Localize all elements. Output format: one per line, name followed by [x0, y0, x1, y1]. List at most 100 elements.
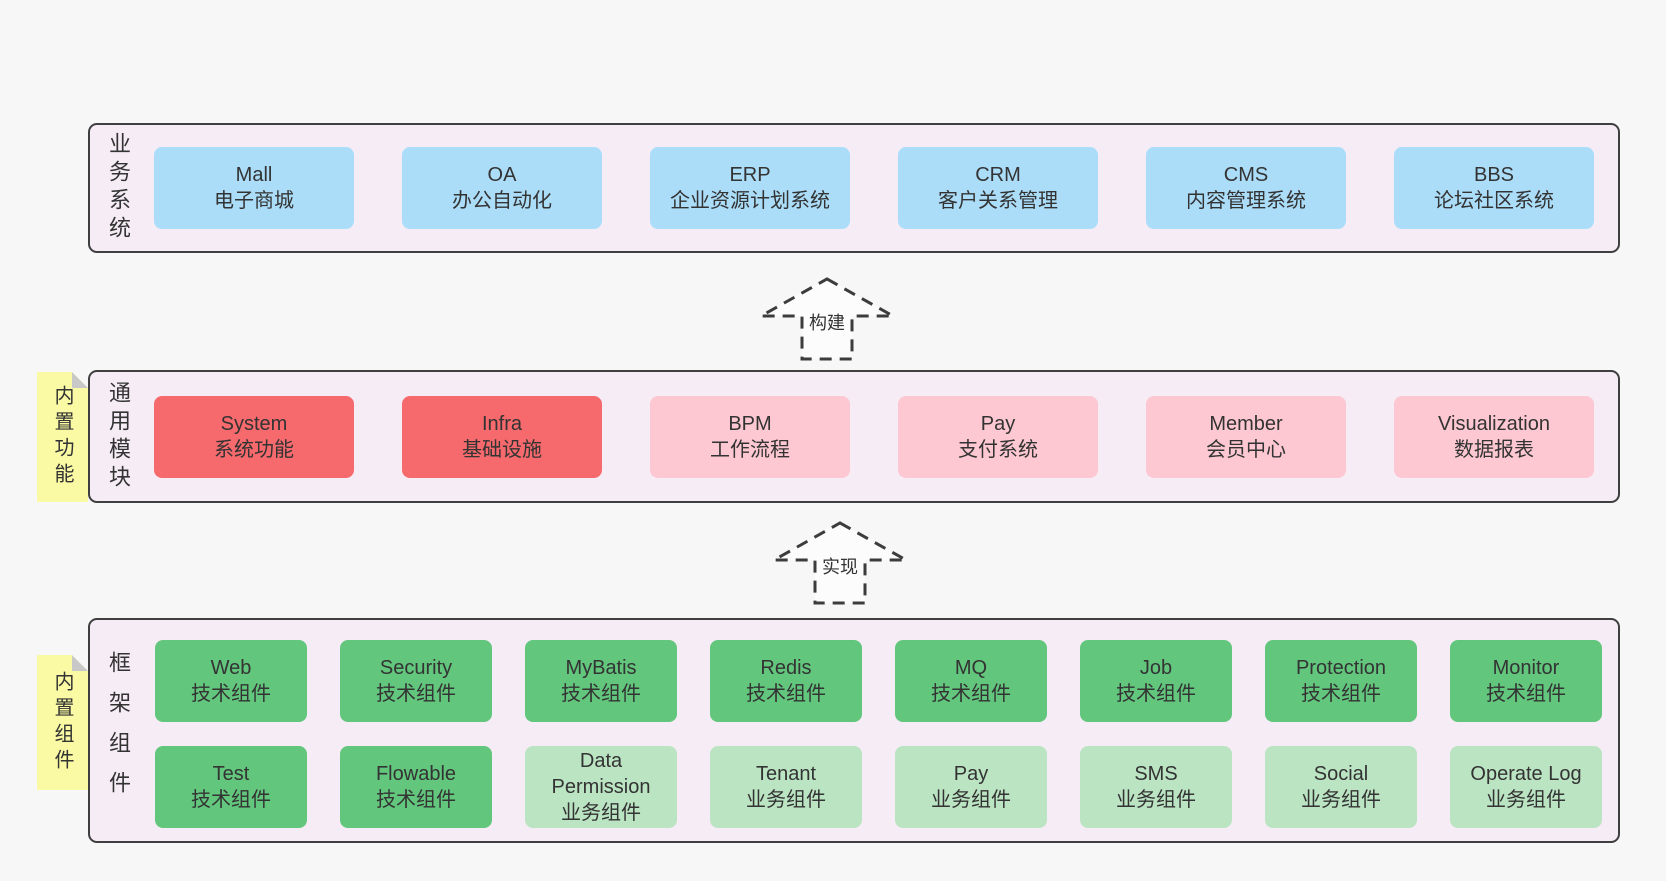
box-flowable-name: Flowable — [375, 763, 457, 785]
box-redis-subtitle: 技术组件 — [746, 683, 826, 705]
box-protection-name: Protection — [1295, 657, 1387, 679]
box-tenant-name: Tenant — [755, 763, 817, 785]
sticky-note-builtin-features: 内置功能 — [37, 372, 88, 502]
box-infra-subtitle: 基础设施 — [462, 438, 542, 461]
box-redis: Redis 技术组件 — [710, 640, 862, 722]
box-oa-subtitle: 办公自动化 — [452, 190, 552, 212]
box-infra-name: Infra — [481, 412, 523, 435]
box-cms-subtitle: 内容管理系统 — [1186, 190, 1306, 212]
box-social: Social 业务组件 — [1265, 746, 1417, 828]
box-member-name: Member — [1209, 412, 1283, 435]
box-social-name: Social — [1313, 763, 1369, 785]
box-web-name: Web — [210, 657, 252, 679]
box-mq-name: MQ — [954, 657, 988, 679]
box-job: Job 技术组件 — [1080, 640, 1232, 722]
box-monitor-subtitle: 技术组件 — [1486, 683, 1566, 705]
box-redis-name: Redis — [760, 657, 812, 679]
box-system-name: System — [220, 412, 288, 435]
box-protection: Protection 技术组件 — [1265, 640, 1417, 722]
box-bpm-subtitle: 工作流程 — [710, 438, 790, 461]
implement-arrow-label: 实现 — [819, 553, 861, 579]
box-job-subtitle: 技术组件 — [1116, 683, 1196, 705]
box-oa: OA 办公自动化 — [402, 147, 602, 229]
box-pay-name: Pay — [980, 412, 1016, 435]
box-web-subtitle: 技术组件 — [191, 683, 271, 705]
box-crm-name: CRM — [975, 164, 1021, 186]
box-system: System 系统功能 — [154, 395, 354, 478]
box-mall: Mall 电子商城 — [154, 147, 354, 229]
box-cms: CMS 内容管理系统 — [1146, 147, 1346, 229]
box-pay-business-name: Pay — [953, 763, 989, 785]
framework-components-grid: Web 技术组件 Security 技术组件 MyBatis 技术组件 Redi… — [155, 640, 1602, 828]
box-bpm-name: BPM — [728, 412, 772, 435]
box-monitor: Monitor 技术组件 — [1450, 640, 1602, 722]
box-visualization-subtitle: 数据报表 — [1454, 438, 1534, 461]
box-test: Test 技术组件 — [155, 746, 307, 828]
box-pay-business: Pay 业务组件 — [895, 746, 1047, 828]
box-data-permission-subtitle: 业务组件 — [561, 802, 641, 824]
box-data-permission-name: Data Permission — [551, 750, 651, 798]
sticky-note-builtin-features-text: 内置功能 — [51, 385, 73, 489]
box-job-name: Job — [1139, 657, 1173, 679]
sticky-note-builtin-components-text: 内置组件 — [51, 670, 73, 775]
business-systems-box-row: Mall 电子商城 OA 办公自动化 ERP 企业资源计划系统 CRM 客户关系… — [154, 125, 1594, 251]
box-security-name: Security — [379, 657, 453, 679]
note-fold-corner-icon — [72, 372, 88, 388]
panel-framework-components: 框架组件 Web 技术组件 Security 技术组件 MyBatis 技术组件… — [88, 618, 1620, 843]
box-monitor-name: Monitor — [1492, 657, 1560, 679]
box-member-subtitle: 会员中心 — [1206, 438, 1286, 461]
box-erp-subtitle: 企业资源计划系统 — [670, 190, 830, 212]
box-crm: CRM 客户关系管理 — [898, 147, 1098, 229]
panel-common-modules-label: 通用模块 — [106, 380, 131, 493]
box-pay-subtitle: 支付系统 — [958, 438, 1038, 461]
box-protection-subtitle: 技术组件 — [1301, 683, 1381, 705]
box-mybatis-subtitle: 技术组件 — [561, 683, 641, 705]
common-modules-box-row: System 系统功能 Infra 基础设施 BPM 工作流程 Pay 支付系统… — [154, 372, 1594, 501]
box-bbs: BBS 论坛社区系统 — [1394, 147, 1594, 229]
box-tenant-subtitle: 业务组件 — [746, 789, 826, 811]
panel-business-systems-label: 业务系统 — [106, 132, 131, 244]
box-flowable: Flowable 技术组件 — [340, 746, 492, 828]
box-mall-subtitle: 电子商城 — [214, 190, 294, 212]
box-mall-name: Mall — [235, 164, 273, 186]
panel-common-modules: 通用模块 System 系统功能 Infra 基础设施 BPM 工作流程 Pay… — [88, 370, 1620, 503]
box-web: Web 技术组件 — [155, 640, 307, 722]
box-crm-subtitle: 客户关系管理 — [938, 190, 1058, 212]
build-arrow: 构建 — [757, 276, 897, 362]
box-sms: SMS 业务组件 — [1080, 746, 1232, 828]
box-security-subtitle: 技术组件 — [376, 683, 456, 705]
box-bbs-subtitle: 论坛社区系统 — [1434, 190, 1554, 212]
box-mybatis-name: MyBatis — [565, 657, 637, 679]
box-erp-name: ERP — [729, 164, 771, 186]
box-operate-log-name: Operate Log — [1470, 763, 1582, 785]
box-test-subtitle: 技术组件 — [191, 789, 271, 811]
box-sms-name: SMS — [1134, 763, 1178, 785]
box-cms-name: CMS — [1223, 164, 1269, 186]
box-data-permission: Data Permission 业务组件 — [525, 746, 677, 828]
box-social-subtitle: 业务组件 — [1301, 789, 1381, 811]
box-test-name: Test — [212, 763, 250, 785]
box-pay: Pay 支付系统 — [898, 395, 1098, 478]
sticky-note-builtin-components: 内置组件 — [37, 655, 88, 790]
box-oa-name: OA — [487, 164, 517, 186]
box-erp: ERP 企业资源计划系统 — [650, 147, 850, 229]
box-infra: Infra 基础设施 — [402, 395, 602, 478]
panel-framework-components-label: 框架组件 — [106, 650, 131, 811]
box-operate-log: Operate Log 业务组件 — [1450, 746, 1602, 828]
box-system-subtitle: 系统功能 — [214, 438, 294, 461]
panel-business-systems: 业务系统 Mall 电子商城 OA 办公自动化 ERP 企业资源计划系统 CRM… — [88, 123, 1620, 253]
box-tenant: Tenant 业务组件 — [710, 746, 862, 828]
box-security: Security 技术组件 — [340, 640, 492, 722]
box-mq-subtitle: 技术组件 — [931, 683, 1011, 705]
box-sms-subtitle: 业务组件 — [1116, 789, 1196, 811]
box-operate-log-subtitle: 业务组件 — [1486, 789, 1566, 811]
box-visualization: Visualization 数据报表 — [1394, 395, 1594, 478]
box-mybatis: MyBatis 技术组件 — [525, 640, 677, 722]
box-flowable-subtitle: 技术组件 — [376, 789, 456, 811]
box-pay-business-subtitle: 业务组件 — [931, 789, 1011, 811]
note-fold-corner-icon — [72, 655, 88, 671]
box-mq: MQ 技术组件 — [895, 640, 1047, 722]
box-bbs-name: BBS — [1473, 164, 1515, 186]
box-bpm: BPM 工作流程 — [650, 395, 850, 478]
